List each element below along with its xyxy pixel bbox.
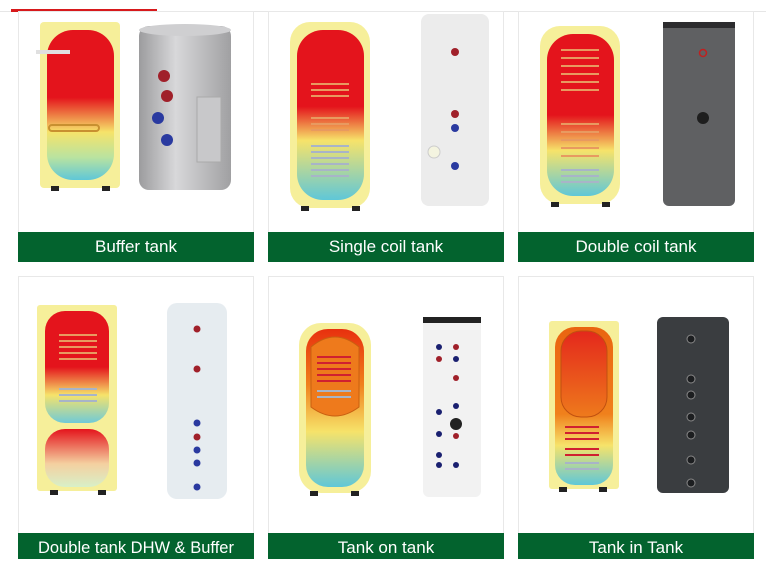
- product-card-double-tank-dhw-buffer[interactable]: Double tank DHW & Buffer: [18, 276, 254, 559]
- double-coil-tank-diagram: [540, 26, 620, 207]
- product-label[interactable]: Buffer tank: [18, 232, 254, 262]
- single-coil-tank-diagram: [290, 22, 370, 211]
- active-section-indicator: [11, 9, 157, 12]
- grey-tank-photo: [663, 22, 735, 206]
- silver-tank-photo: [139, 24, 231, 190]
- product-label[interactable]: Tank on tank: [268, 533, 504, 559]
- product-label[interactable]: Tank in Tank: [518, 533, 754, 559]
- product-card-buffer-tank[interactable]: Buffer tank: [18, 11, 254, 262]
- product-card-double-coil-tank[interactable]: Double coil tank: [518, 11, 754, 262]
- buffer-tank-diagram: [36, 22, 120, 191]
- tank-on-tank-diagram: [299, 323, 371, 496]
- double-tank-diagram: [37, 305, 117, 495]
- tank-in-tank-diagram: [549, 321, 619, 492]
- double-tank-image: [19, 277, 253, 534]
- white-tank-photo: [167, 303, 227, 499]
- product-card-tank-on-tank[interactable]: Tank on tank: [268, 276, 504, 559]
- dark-tank-photo: [657, 317, 729, 493]
- tank-in-tank-image: [519, 277, 753, 534]
- product-card-tank-in-tank[interactable]: Tank in Tank: [518, 276, 754, 559]
- double-coil-tank-image: [519, 12, 753, 232]
- buffer-tank-image: [19, 12, 253, 232]
- single-coil-tank-image: [269, 12, 503, 232]
- product-label[interactable]: Single coil tank: [268, 232, 504, 262]
- product-label[interactable]: Double tank DHW & Buffer: [18, 533, 254, 559]
- tank-on-tank-image: [269, 277, 503, 534]
- product-card-single-coil-tank[interactable]: Single coil tank: [268, 11, 504, 262]
- white-tank-photo: [421, 14, 489, 206]
- product-label[interactable]: Double coil tank: [518, 232, 754, 262]
- white-tank-photo: [423, 317, 481, 497]
